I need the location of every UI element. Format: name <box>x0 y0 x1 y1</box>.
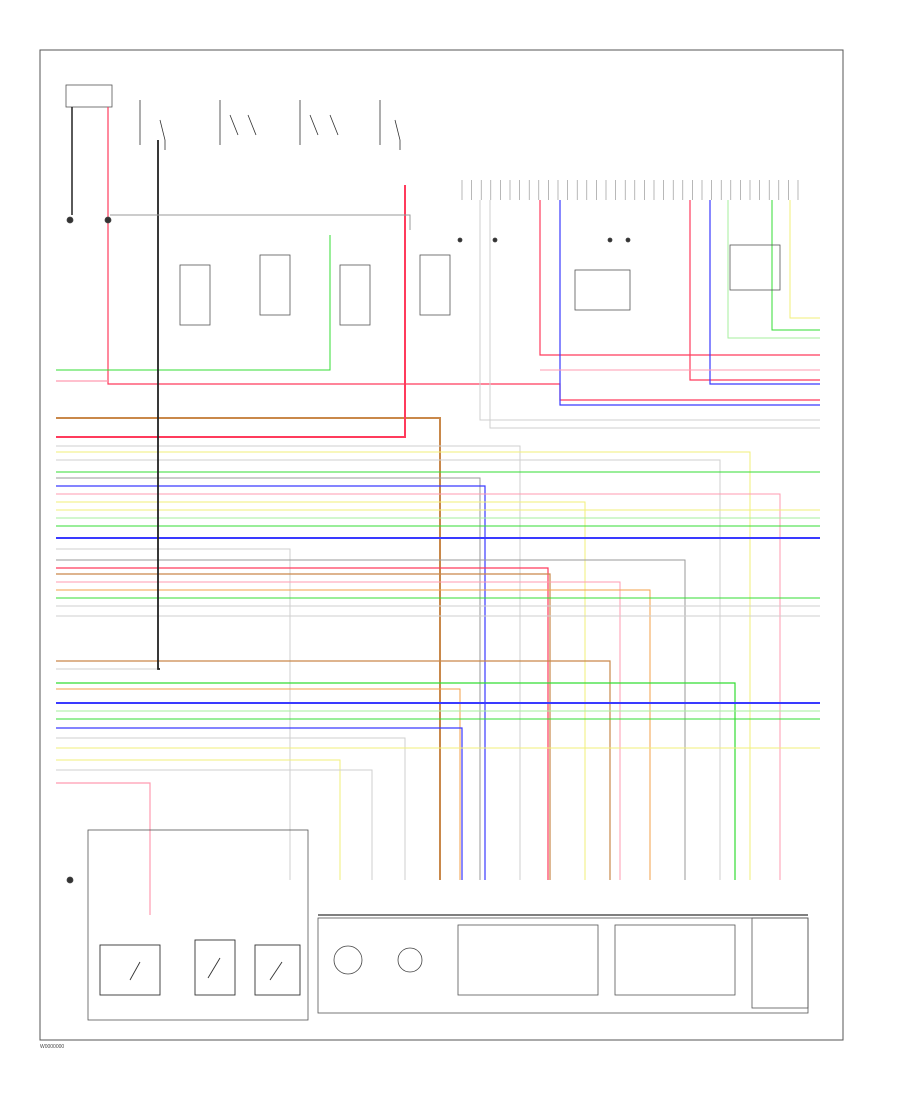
wire <box>489 200 820 429</box>
wire <box>727 200 820 339</box>
wire <box>110 214 411 230</box>
wire <box>56 185 406 438</box>
wire <box>56 782 151 915</box>
wire <box>56 451 751 880</box>
bottom-switch-group <box>99 939 301 996</box>
connector-pins <box>461 180 799 200</box>
wire <box>56 573 551 880</box>
component-box <box>729 244 781 291</box>
wire <box>107 140 820 401</box>
wire <box>56 559 686 880</box>
wires <box>56 140 820 915</box>
component-box <box>751 917 809 1009</box>
wire <box>789 200 820 319</box>
connector-node <box>397 947 423 973</box>
connector-node <box>607 237 613 243</box>
connector-node <box>104 216 112 224</box>
component-box <box>457 924 599 996</box>
components <box>65 84 809 1021</box>
wire <box>479 200 820 421</box>
component-box <box>419 254 451 316</box>
wire <box>56 417 441 880</box>
connector-node <box>66 216 74 224</box>
wire <box>56 567 549 880</box>
component-box <box>87 829 309 1021</box>
wire <box>689 200 820 381</box>
wire <box>56 727 463 880</box>
component-box <box>259 254 291 316</box>
wire <box>539 200 820 356</box>
wire <box>56 759 341 880</box>
wire <box>56 737 406 880</box>
connector-node <box>333 945 363 975</box>
wire <box>56 589 651 880</box>
wire <box>157 140 160 670</box>
wire <box>56 459 721 880</box>
connector-node <box>625 237 631 243</box>
component-box <box>65 84 113 108</box>
top-left-sensor <box>71 107 109 215</box>
component-box <box>179 264 211 326</box>
connector-node <box>492 237 498 243</box>
wire <box>709 200 820 385</box>
diagram-frame <box>39 49 844 1041</box>
component-box <box>614 924 736 996</box>
wire <box>56 477 481 880</box>
wire <box>56 493 781 880</box>
wire <box>56 769 373 880</box>
wire <box>559 200 820 406</box>
wire <box>771 200 820 331</box>
component-box <box>317 917 809 1014</box>
wire <box>56 688 461 880</box>
component-box <box>574 269 631 311</box>
connectors <box>66 216 631 975</box>
wire <box>56 581 621 880</box>
diagram-code: W0000000 <box>40 1044 65 1050</box>
wire <box>56 501 586 880</box>
component-box <box>339 264 371 326</box>
wire <box>56 682 736 880</box>
connector-node <box>66 876 74 884</box>
wire <box>56 485 486 880</box>
top-relay-group <box>139 100 401 150</box>
wire <box>56 660 611 880</box>
wire <box>56 235 331 371</box>
connector-node <box>457 237 463 243</box>
wire <box>56 445 521 880</box>
